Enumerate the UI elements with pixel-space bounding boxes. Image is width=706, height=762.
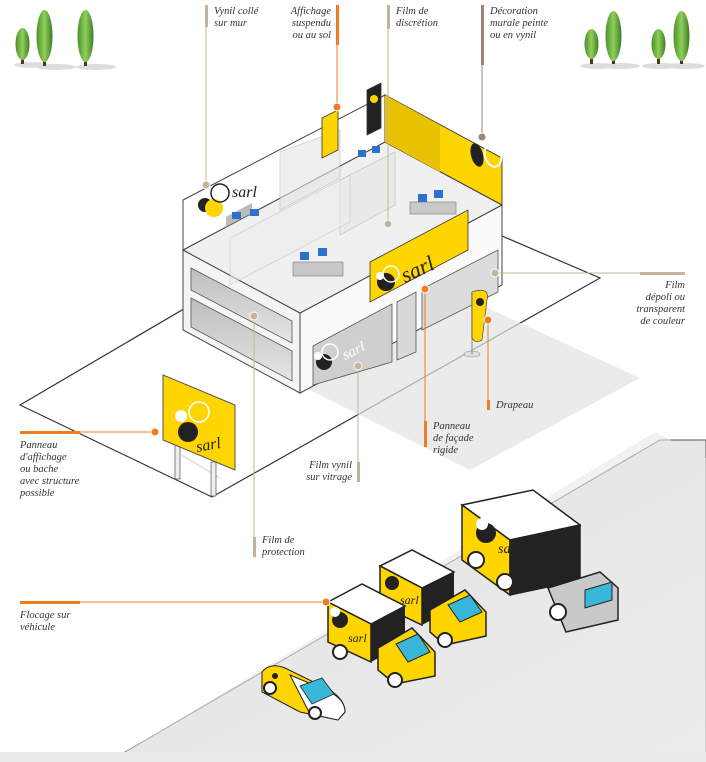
callout-bar-privacy bbox=[387, 5, 390, 29]
office-desks bbox=[232, 146, 457, 277]
callout-bar-flag bbox=[487, 400, 490, 410]
flag bbox=[463, 289, 488, 358]
label-window-vinyl: Film vynil sur vitrage bbox=[306, 460, 352, 483]
label-privacy-film: Film de discrétion bbox=[396, 6, 438, 29]
callout-bar-decoration bbox=[481, 5, 484, 65]
wall-decoration bbox=[470, 142, 503, 168]
label-protection-film: Film de protection bbox=[262, 535, 305, 558]
vehicles: sarl sarl sarl bbox=[261, 489, 619, 721]
billboard: sarl bbox=[162, 374, 236, 497]
trees-right bbox=[580, 11, 705, 69]
label-billboard: Panneau d'affichage ou bache avec struct… bbox=[20, 440, 80, 499]
van-back-logo-text: sarl bbox=[400, 593, 419, 607]
callout-bar-hanging bbox=[336, 5, 339, 45]
callout-lines bbox=[20, 6, 685, 607]
building: sarl sarl sarl bbox=[181, 82, 504, 394]
trees-left bbox=[14, 10, 116, 70]
wall-vinyl-logo: sarl bbox=[198, 183, 257, 217]
callout-bar-window bbox=[357, 462, 360, 482]
label-vinyl-wall: Vynil collé sur mur bbox=[214, 6, 259, 29]
callout-bar-vinyl-wall bbox=[205, 5, 208, 27]
label-vehicle-wrap: Flocage sur véhicule bbox=[20, 610, 71, 633]
label-frosted-film: Film dépoli ou transparent de couleur bbox=[636, 280, 685, 327]
van-back: sarl bbox=[378, 549, 487, 648]
label-facade-panel: Panneau de façade rigide bbox=[433, 421, 474, 456]
callout-bar-facade bbox=[424, 421, 427, 447]
callout-bar-protection bbox=[253, 537, 256, 557]
truck-logo-text: sarl bbox=[498, 542, 520, 557]
billboard-logo-text: sarl bbox=[195, 435, 223, 456]
callout-bar-frosted bbox=[640, 272, 685, 275]
label-wall-decoration: Décoration murale peinte ou en vynil bbox=[490, 6, 549, 41]
hanging-banners bbox=[321, 82, 382, 159]
car bbox=[261, 665, 346, 721]
van-front: sarl bbox=[326, 583, 436, 688]
label-flag: Drapeau bbox=[496, 400, 534, 411]
van-front-logo-text: sarl bbox=[348, 631, 367, 645]
callout-bar-vehicle bbox=[20, 601, 80, 604]
label-hanging-display: Affichage suspendu ou au sol bbox=[290, 6, 331, 41]
truck: sarl bbox=[460, 489, 619, 633]
wall-logo-text: sarl bbox=[232, 184, 257, 201]
callout-bar-billboard bbox=[20, 431, 80, 434]
